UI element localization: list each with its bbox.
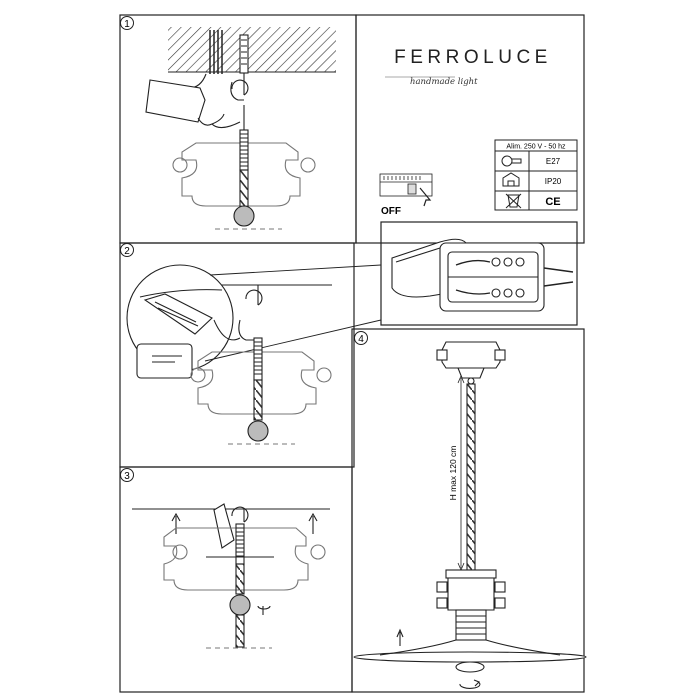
bulb-icon xyxy=(501,155,522,167)
up-arrow-icon xyxy=(396,628,404,646)
terminal-screws xyxy=(491,257,525,298)
panel-2-detail xyxy=(380,221,578,326)
up-arrow-icon xyxy=(308,512,318,534)
switch-off-label: OFF xyxy=(381,206,401,217)
height-label: H max 120 cm xyxy=(448,446,458,501)
step-3-number: 3 xyxy=(124,471,130,482)
weee-bin-icon xyxy=(505,193,522,209)
spec-table xyxy=(494,139,578,211)
step-2-number: 2 xyxy=(124,246,130,257)
brand-tagline: handmade light xyxy=(410,77,478,87)
step-markers: 1 2 3 4 xyxy=(120,16,368,482)
panel-1-illustration xyxy=(145,27,336,230)
step-3-marker: 3 xyxy=(120,468,134,482)
ceiling-hatch xyxy=(168,27,336,72)
spec-bulb: E27 xyxy=(546,157,561,166)
panel-3 xyxy=(119,466,353,693)
panel-2-illustration xyxy=(126,264,382,445)
panel-3-illustration xyxy=(132,503,330,649)
breaker-switch-icon xyxy=(379,173,433,207)
panel-4-illustration xyxy=(353,341,587,689)
step-1-number: 1 xyxy=(124,19,130,30)
step-1-marker: 1 xyxy=(120,16,134,30)
rotate-arrow-icon xyxy=(459,679,481,689)
terminal-block-detail xyxy=(391,238,574,312)
step-4-marker: 4 xyxy=(354,331,368,345)
indoor-house-icon xyxy=(502,172,520,187)
ce-mark: CE xyxy=(545,196,560,208)
step-4-number: 4 xyxy=(358,334,364,345)
spec-protection: IP20 xyxy=(545,177,562,186)
up-arrow-icon xyxy=(171,512,181,534)
spec-power: Alim. 250 V - 50 hz xyxy=(506,144,566,151)
step-2-marker: 2 xyxy=(120,243,134,257)
brand-name: FERROLUCE xyxy=(394,47,552,68)
